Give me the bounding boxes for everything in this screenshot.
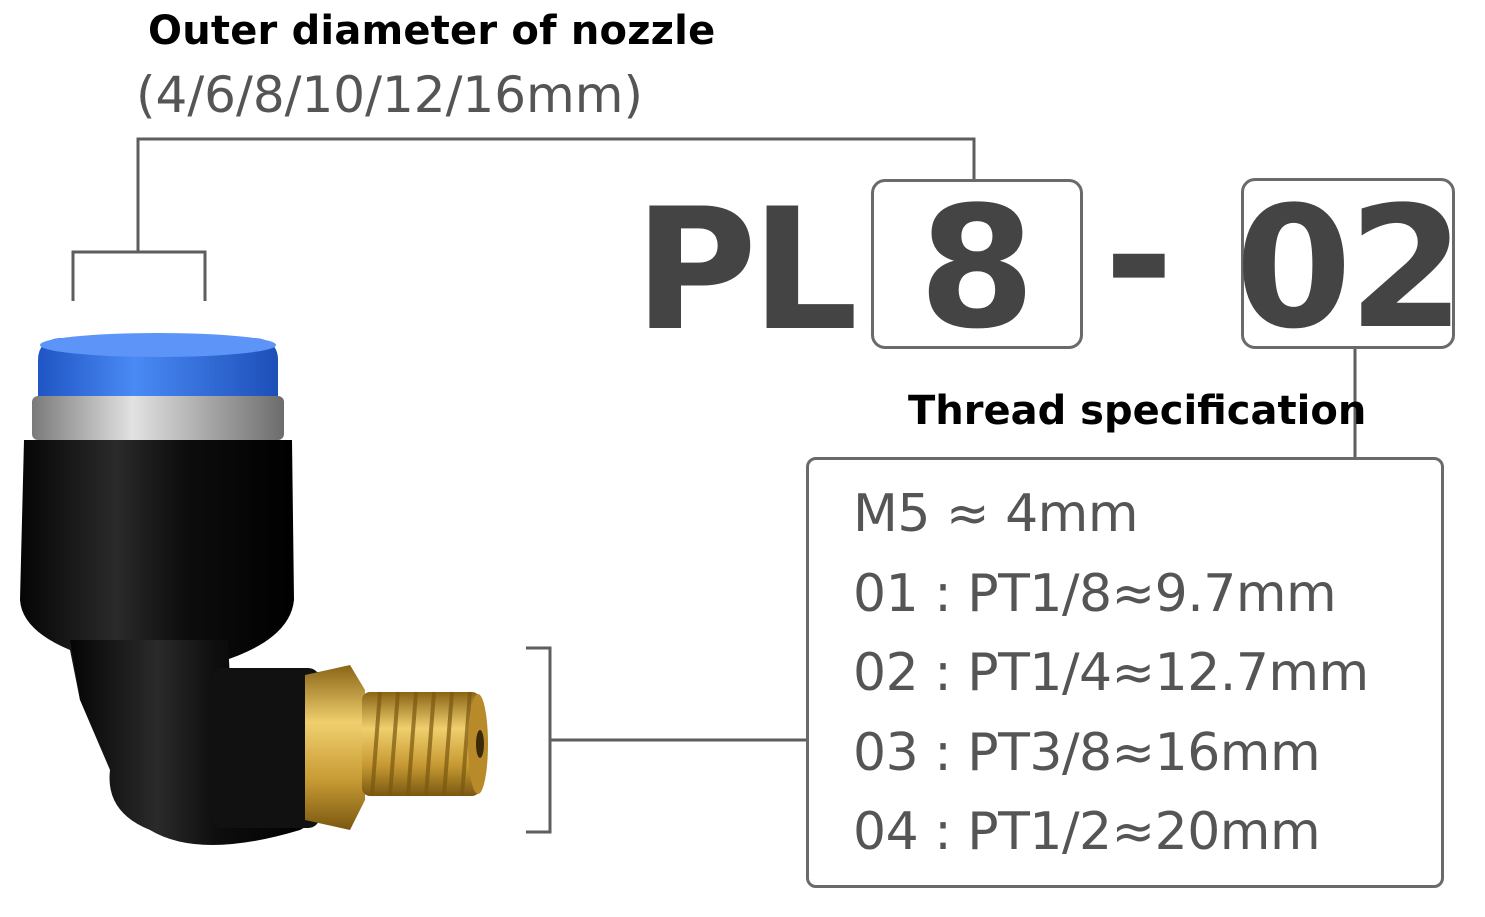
- model-prefix: PL: [634, 172, 858, 368]
- outer-diameter-connector: [71, 137, 976, 301]
- thread-spec-box: M5 ≈ 4mm 01 : PT1/8≈9.7mm 02 : PT1/4≈12.…: [806, 457, 1444, 888]
- spec-item-03: 03 : PT3/8≈16mm: [853, 723, 1321, 783]
- size-code: 8: [918, 170, 1036, 366]
- size-code-box: 8: [871, 170, 1083, 366]
- spec-item-02: 02 : PT1/4≈12.7mm: [853, 643, 1369, 703]
- thread-spec-title: Thread specification: [908, 388, 1367, 434]
- spec-item-04: 04 : PT1/2≈20mm: [853, 802, 1321, 862]
- spec-item-m5: M5 ≈ 4mm: [853, 484, 1138, 544]
- thread-code: 02: [1235, 169, 1465, 366]
- thread-code-box: 02: [1235, 178, 1465, 352]
- model-dash: -: [1104, 158, 1174, 354]
- thread-bracket: [526, 646, 807, 834]
- outer-diameter-title: Outer diameter of nozzle: [148, 8, 716, 54]
- outer-diameter-sizes: (4/6/8/10/12/16mm): [136, 66, 643, 124]
- spec-item-01: 01 : PT1/8≈9.7mm: [853, 564, 1337, 624]
- elbow-fitting-picture: [20, 333, 488, 845]
